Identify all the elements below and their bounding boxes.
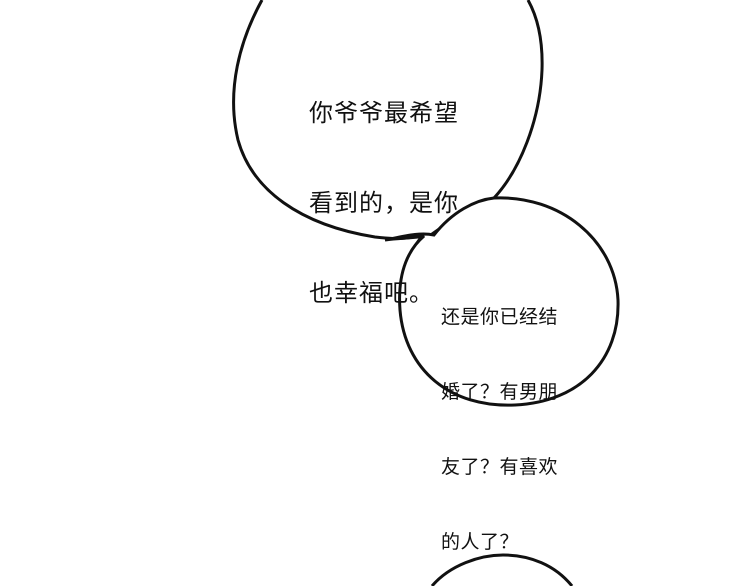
bubble-2-line: 婚了？有男朋 — [441, 381, 559, 403]
bubble-1-line: 也幸福吧。 — [309, 279, 434, 307]
speech-bubble-bottom — [430, 553, 574, 586]
speech-bubble-small — [384, 196, 620, 407]
bubble-1-line: 看到的，是你 — [309, 189, 459, 217]
bubble-2-line: 还是你已经结 — [441, 306, 559, 328]
bubble-2-line: 的人了？ — [441, 531, 520, 553]
bubble-2-line: 友了？有喜欢 — [441, 456, 559, 478]
bubble-1-line: 你爷爷最希望 — [309, 99, 459, 127]
bubble-2-text: 还是你已经结 婚了？有男朋 友了？有喜欢 的人了？ — [441, 255, 558, 586]
bubble-1-text: 你爷爷最希望 看到的，是你 也幸福吧。 — [309, 38, 459, 368]
